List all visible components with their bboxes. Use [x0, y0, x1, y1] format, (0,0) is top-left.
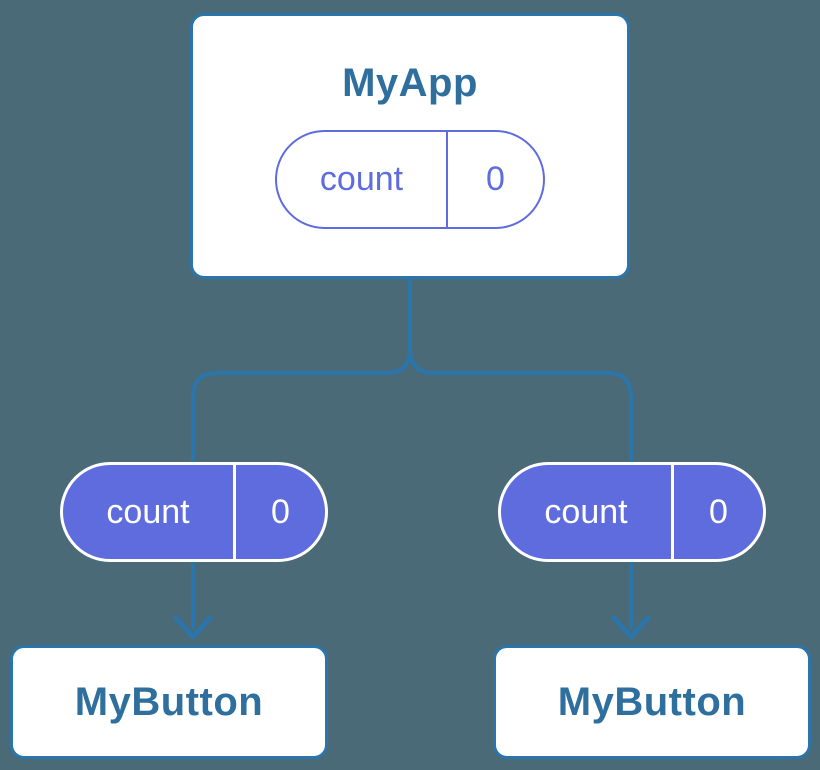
prop-pill-left: count 0: [60, 462, 328, 562]
state-name-label: count: [319, 160, 404, 198]
component-title-mybutton: MyButton: [557, 680, 747, 724]
state-value-label: 0: [446, 132, 543, 227]
left-arrowhead-icon: [173, 615, 213, 640]
prop-value-label: 0: [233, 465, 325, 559]
component-card-mybutton-left: MyButton: [10, 645, 328, 759]
component-title-mybutton: MyButton: [74, 680, 264, 724]
right-arrowhead-icon: [611, 615, 651, 640]
component-card-mybutton-right: MyButton: [493, 645, 811, 759]
prop-name-label: count: [544, 492, 628, 531]
component-card-myapp: MyApp count 0: [190, 13, 630, 279]
component-title-myapp: MyApp: [342, 61, 478, 105]
prop-value-label: 0: [671, 465, 763, 559]
prop-pill-right: count 0: [498, 462, 766, 562]
right-branch-connector-line: [408, 348, 633, 462]
state-pill-myapp: count 0: [275, 130, 545, 229]
prop-name-label: count: [106, 492, 190, 531]
left-branch-connector-line: [191, 348, 412, 462]
